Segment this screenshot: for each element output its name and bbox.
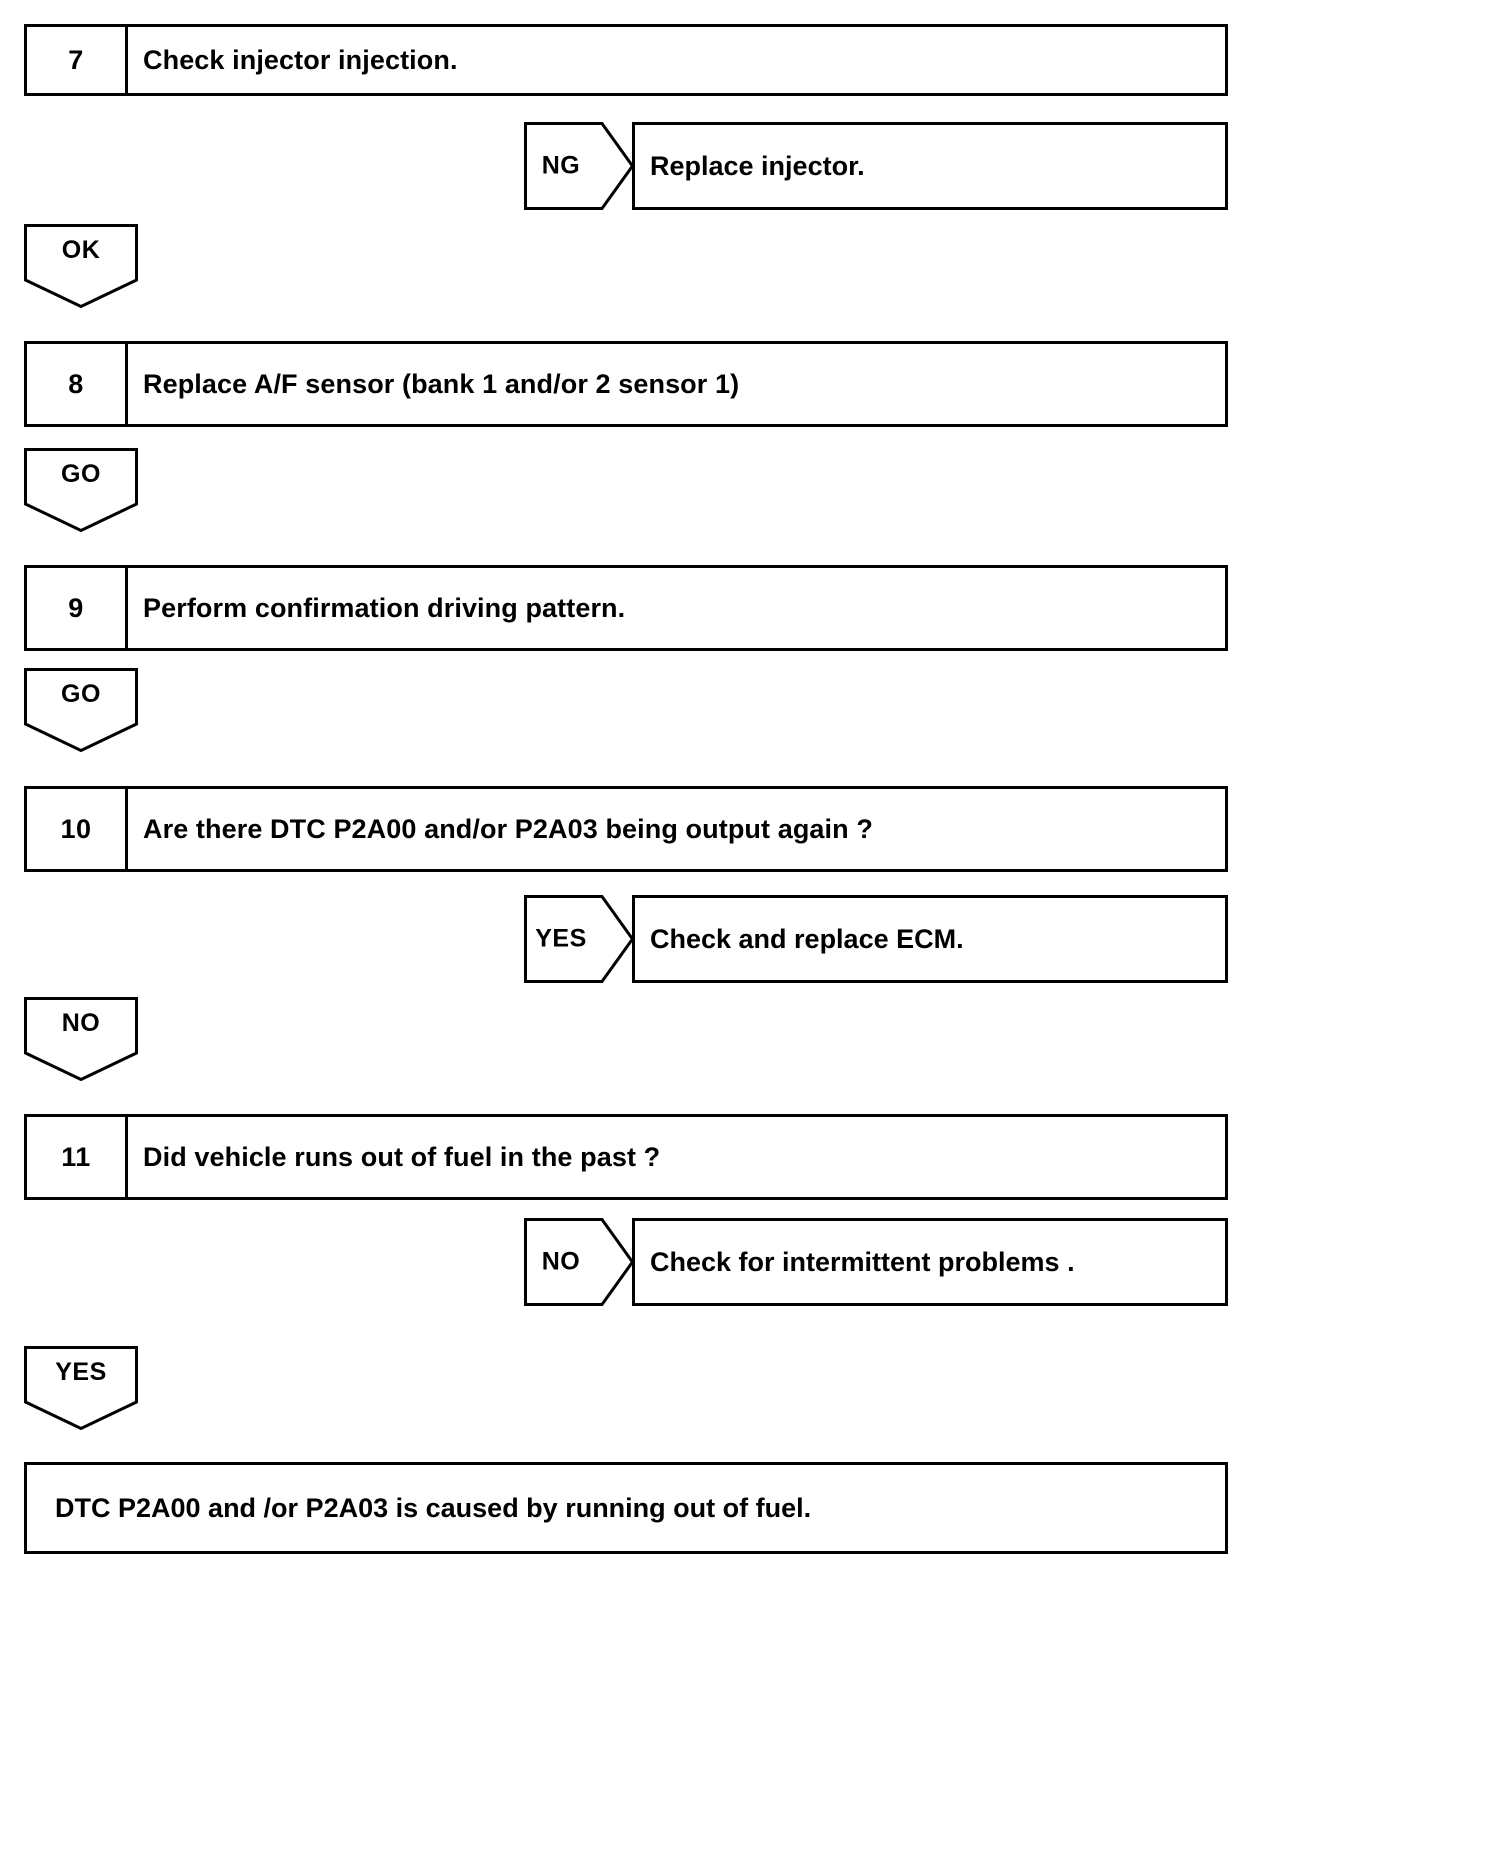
result-box-check-intermittent-problems: Check for intermittent problems .	[632, 1218, 1228, 1306]
connector-down-no-10: NO	[24, 997, 138, 1081]
connector-right-yes-10: YES	[524, 895, 634, 983]
conclusion-text: DTC P2A00 and /or P2A03 is caused by run…	[55, 1492, 812, 1523]
step-text-8: Replace A/F sensor (bank 1 and/or 2 sens…	[143, 368, 740, 399]
step-number-10: 10	[27, 789, 128, 869]
step-number-8: 8	[27, 344, 128, 424]
step-text-10: Are there DTC P2A00 and/or P2A03 being o…	[143, 813, 873, 844]
connector-label-yes-11: YES	[55, 1358, 107, 1386]
connector-label-no-10: NO	[61, 1009, 101, 1037]
step-text-7: Check injector injection.	[143, 44, 458, 75]
connector-down-go-8: GO	[24, 448, 138, 532]
step-number-9: 9	[27, 568, 128, 648]
step-row-8: 8 Replace A/F sensor (bank 1 and/or 2 se…	[24, 341, 1228, 427]
step-text-11: Did vehicle runs out of fuel in the past…	[143, 1141, 661, 1172]
connector-label-ok-7: OK	[61, 236, 101, 264]
connector-label-go-8: GO	[61, 460, 101, 488]
step-text-9: Perform confirmation driving pattern.	[143, 592, 626, 623]
connector-right-no-11: NO	[524, 1218, 634, 1306]
connector-down-go-9: GO	[24, 668, 138, 752]
step-row-9: 9 Perform confirmation driving pattern.	[24, 565, 1228, 651]
step-row-11: 11 Did vehicle runs out of fuel in the p…	[24, 1114, 1228, 1200]
connector-down-ok-7: OK	[24, 224, 138, 308]
conclusion-box: DTC P2A00 and /or P2A03 is caused by run…	[24, 1462, 1228, 1554]
connector-label-no-11: NO	[541, 1247, 581, 1276]
result-text-replace-injector: Replace injector.	[650, 150, 865, 181]
connector-label-yes-10: YES	[535, 924, 587, 953]
result-text-check-intermittent-problems: Check for intermittent problems .	[650, 1246, 1075, 1277]
connector-down-yes-11: YES	[24, 1346, 138, 1430]
step-number-11: 11	[27, 1117, 128, 1197]
connector-label-go-9: GO	[61, 680, 101, 708]
step-number-7: 7	[27, 27, 128, 93]
step-row-7: 7 Check injector injection.	[24, 24, 1228, 96]
step-row-10: 10 Are there DTC P2A00 and/or P2A03 bein…	[24, 786, 1228, 872]
result-text-check-replace-ecm: Check and replace ECM.	[650, 923, 964, 954]
result-box-check-replace-ecm: Check and replace ECM.	[632, 895, 1228, 983]
connector-label-ng-7: NG	[541, 151, 581, 180]
connector-right-ng-7: NG	[524, 122, 634, 210]
result-box-replace-injector: Replace injector.	[632, 122, 1228, 210]
